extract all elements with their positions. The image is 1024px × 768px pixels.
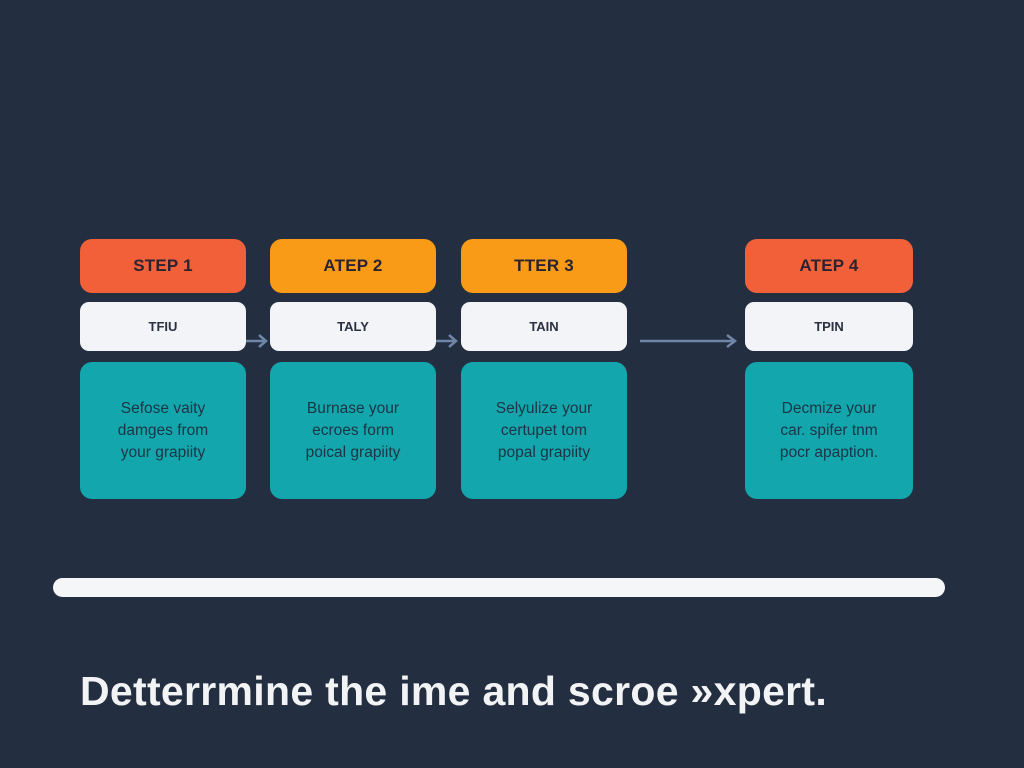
arrow-right-icon (246, 331, 270, 351)
arrow-right-icon (436, 331, 460, 351)
step-body-line: ecroes form (312, 421, 394, 439)
step-header-1: STEP 1 (80, 239, 246, 293)
step-body-line: popal grapiity (497, 443, 591, 461)
step-body-line: pocr apaption. (779, 443, 879, 461)
step-body-1: Sefose vaity damges from your grapiity (80, 362, 246, 499)
step-body-line: Decmize your (781, 399, 877, 417)
step-subtitle-2: TALY (270, 302, 436, 351)
step-header-4: ATEP 4 (745, 239, 913, 293)
step-body-3: Selyulize your certupet tom popal grapii… (461, 362, 627, 499)
step-body-line: poical grapiity (305, 443, 401, 461)
step-card-1: STEP 1 TFIU Sefose vaity damges from you… (80, 239, 246, 499)
step-subtitle-3: TAIN (461, 302, 627, 351)
step-body-4: Decmize your car. spifer tnm pocr apapti… (745, 362, 913, 499)
step-body-line: certupet tom (500, 421, 588, 439)
step-subtitle-4: TPIN (745, 302, 913, 351)
step-body-line: your grapiity (120, 443, 206, 461)
step-card-3: TTER 3 TAIN Selyulize your certupet tom … (461, 239, 627, 499)
step-body-2: Burnase your ecroes form poical grapiity (270, 362, 436, 499)
step-card-2: ATEP 2 TALY Burnase your ecroes form poi… (270, 239, 436, 499)
arrow-right-icon (640, 331, 740, 351)
step-subtitle-1: TFIU (80, 302, 246, 351)
step-body-line: Burnase your (306, 399, 400, 417)
step-body-line: Sefose vaity (120, 399, 206, 417)
step-header-2: ATEP 2 (270, 239, 436, 293)
step-body-line: car. spifer tnm (780, 421, 878, 439)
step-body-line: Selyulize your (495, 399, 593, 417)
step-header-3: TTER 3 (461, 239, 627, 293)
step-body-line: damges from (117, 421, 209, 439)
caption-text: Detterrmine the ime and scroe »xpert. (80, 668, 828, 714)
progress-track (53, 578, 945, 597)
step-card-4: ATEP 4 TPIN Decmize your car. spifer tnm… (745, 239, 913, 499)
